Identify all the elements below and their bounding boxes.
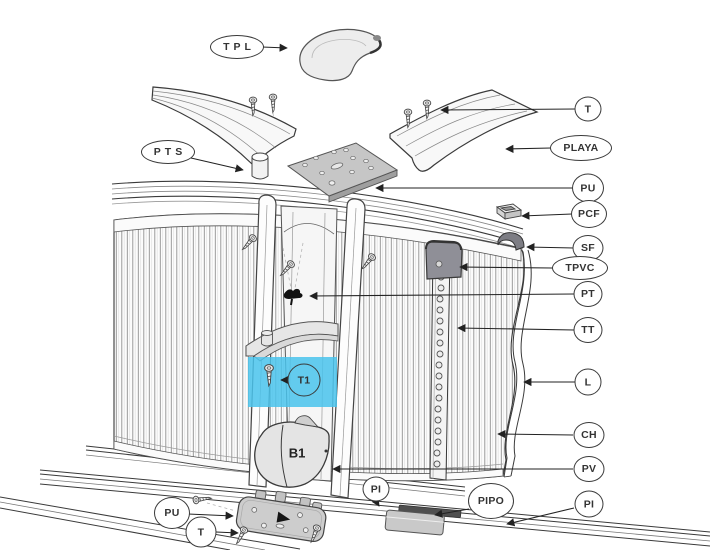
pcf-rail-end	[495, 203, 523, 220]
callout-tpvc[interactable]: TPVC	[552, 256, 608, 280]
liner-edge	[503, 249, 532, 478]
callout-l[interactable]: L	[574, 368, 602, 396]
pu-plate	[286, 142, 399, 203]
tt-strip	[429, 251, 451, 481]
tpl-cap	[299, 28, 382, 82]
callout-tt[interactable]: TT	[573, 317, 603, 343]
callout-pi-bottom[interactable]: PI	[362, 476, 390, 502]
sf-edge-cap	[497, 232, 525, 251]
callout-pv[interactable]: PV	[573, 456, 605, 482]
bottom-rail-front	[0, 469, 710, 550]
tpvc-cap	[425, 239, 463, 280]
callout-pu-bottom[interactable]: PU	[154, 497, 190, 529]
left-top-rail	[151, 86, 297, 165]
part-label-b1: B1	[288, 445, 306, 461]
leader-lines	[187, 43, 577, 537]
callout-pipo[interactable]: PIPO	[468, 483, 514, 519]
wingnut	[283, 288, 303, 306]
pipo-sleeve	[384, 504, 462, 536]
base-plate	[235, 489, 327, 543]
callout-ch[interactable]: CH	[573, 422, 605, 448]
pts-cap	[251, 152, 269, 180]
callout-tpl[interactable]: TPL	[210, 35, 264, 59]
right-top-rail	[389, 89, 539, 172]
b1-part	[254, 415, 330, 488]
callout-pcf[interactable]: PCF	[571, 200, 607, 228]
callout-pi-right[interactable]: PI	[574, 490, 604, 518]
callout-t-bottom[interactable]: T	[185, 516, 217, 548]
callout-pu-right[interactable]: PU	[572, 173, 604, 203]
callout-pt[interactable]: PT	[573, 281, 603, 307]
callout-t1[interactable]: T1	[287, 363, 321, 397]
callout-t-top[interactable]: T	[574, 96, 602, 122]
callout-playa[interactable]: PLAYA	[550, 135, 612, 161]
callout-pts[interactable]: PTS	[141, 140, 195, 164]
